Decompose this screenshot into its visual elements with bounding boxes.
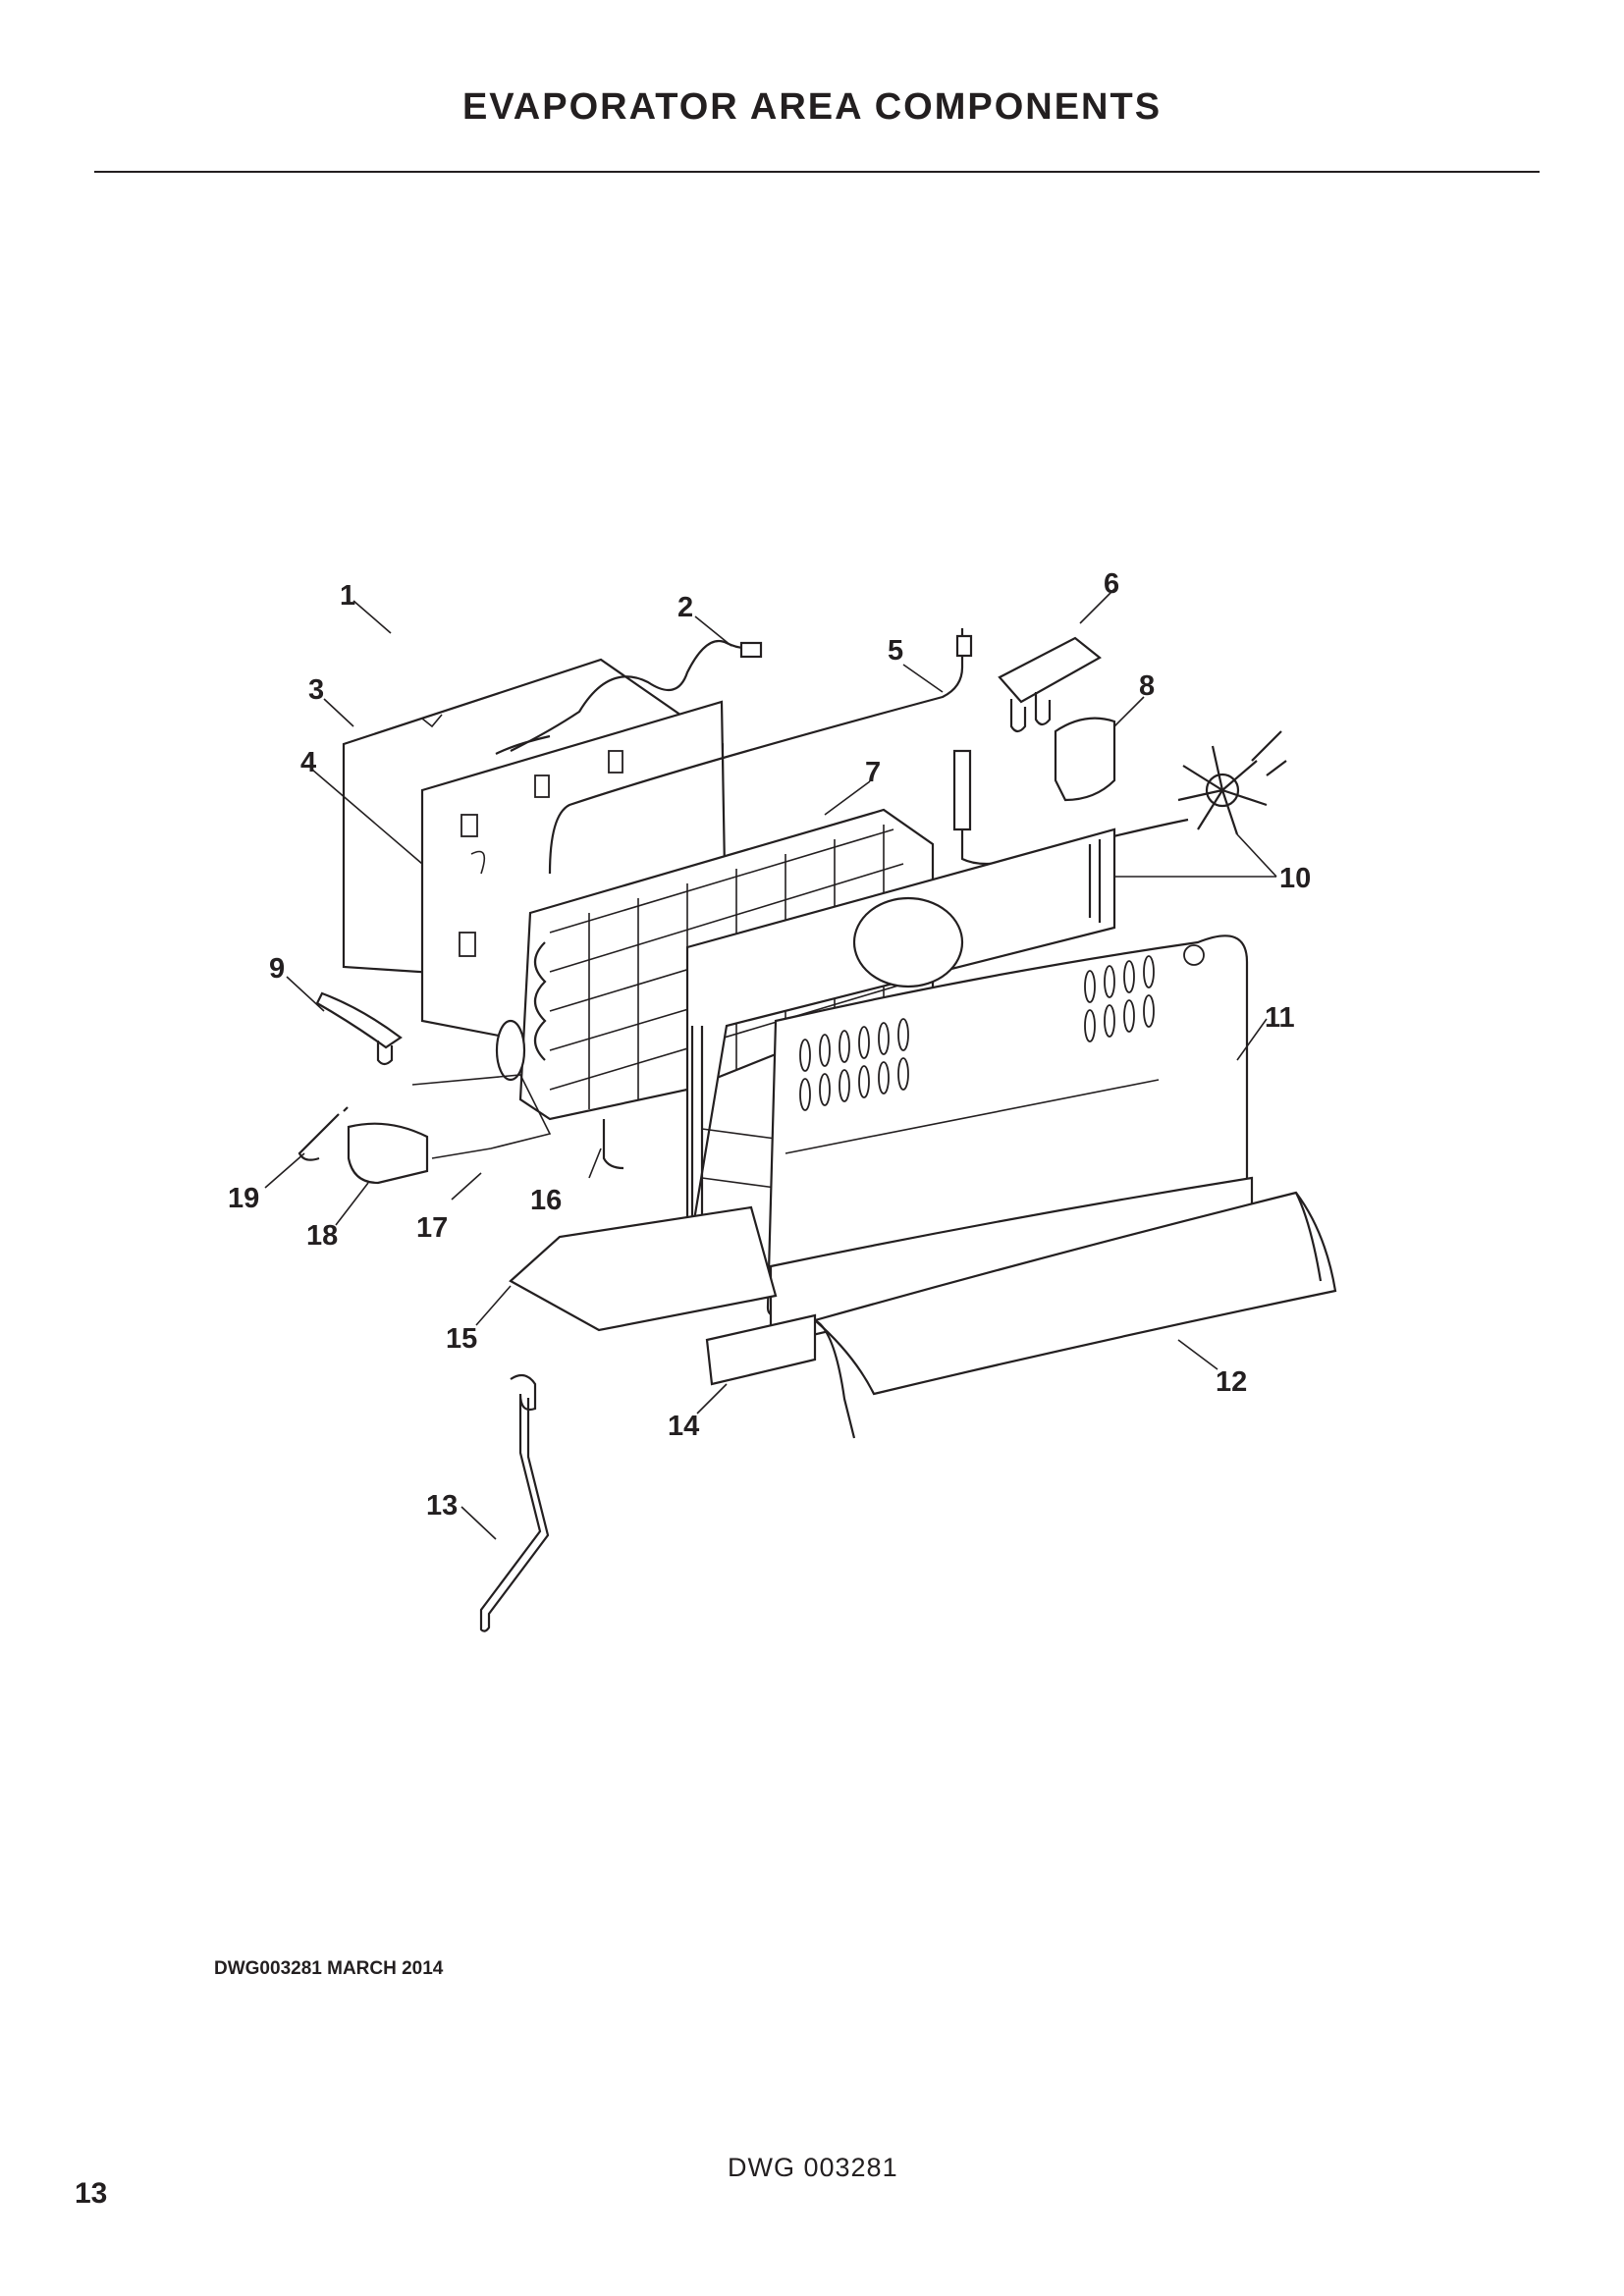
part-5-sensor-wire <box>548 628 1189 875</box>
part-14-front-bracket <box>705 1313 817 1386</box>
part-17-heater <box>411 1074 552 1159</box>
part-18-sensor-cover <box>347 1122 429 1185</box>
callout-2: 2 <box>677 592 693 623</box>
callout-1: 1 <box>340 580 355 612</box>
callout-11: 11 <box>1265 1002 1295 1034</box>
part-13-drain-heater <box>479 1373 550 1632</box>
callout-labels: 1 2 3 4 5 6 7 8 9 10 11 12 13 14 15 16 1… <box>228 568 1311 1522</box>
callout-13: 13 <box>426 1490 458 1522</box>
callout-8: 8 <box>1139 670 1155 702</box>
callout-9: 9 <box>269 953 285 985</box>
title-divider <box>94 171 1540 173</box>
callout-15: 15 <box>446 1323 477 1355</box>
part-15-lower-tray <box>509 1205 778 1332</box>
page-title: EVAPORATOR AREA COMPONENTS <box>461 86 1163 128</box>
part-8-fan-shroud <box>1054 717 1116 802</box>
callout-14: 14 <box>668 1411 699 1442</box>
callout-3: 3 <box>308 674 324 706</box>
callout-7: 7 <box>865 757 881 788</box>
part-10-fan-motor <box>1177 730 1287 835</box>
callout-10: 10 <box>1279 863 1311 894</box>
cover-vent-slots <box>799 955 1155 1111</box>
page-number: 13 <box>75 2177 108 2210</box>
part-9-thermostat-bracket <box>315 991 403 1066</box>
callout-17: 17 <box>416 1212 448 1244</box>
drawing-reference: DWG003281 MARCH 2014 <box>214 1958 444 1979</box>
callout-5: 5 <box>888 635 903 667</box>
callout-12: 12 <box>1216 1366 1247 1398</box>
evaporator-frame <box>685 828 1116 1262</box>
footer-drawing-number: DWG 003281 <box>728 2153 898 2182</box>
callout-6: 6 <box>1104 568 1119 600</box>
leader-lines <box>264 588 1277 1540</box>
part-19-sensor <box>298 1106 349 1161</box>
part-6-fan-bracket <box>998 636 1102 733</box>
callout-19: 19 <box>228 1183 259 1214</box>
part-12-front-trim <box>812 1191 1337 1439</box>
callout-16: 16 <box>530 1185 562 1216</box>
callout-4: 4 <box>300 747 316 778</box>
callout-18: 18 <box>306 1220 338 1252</box>
